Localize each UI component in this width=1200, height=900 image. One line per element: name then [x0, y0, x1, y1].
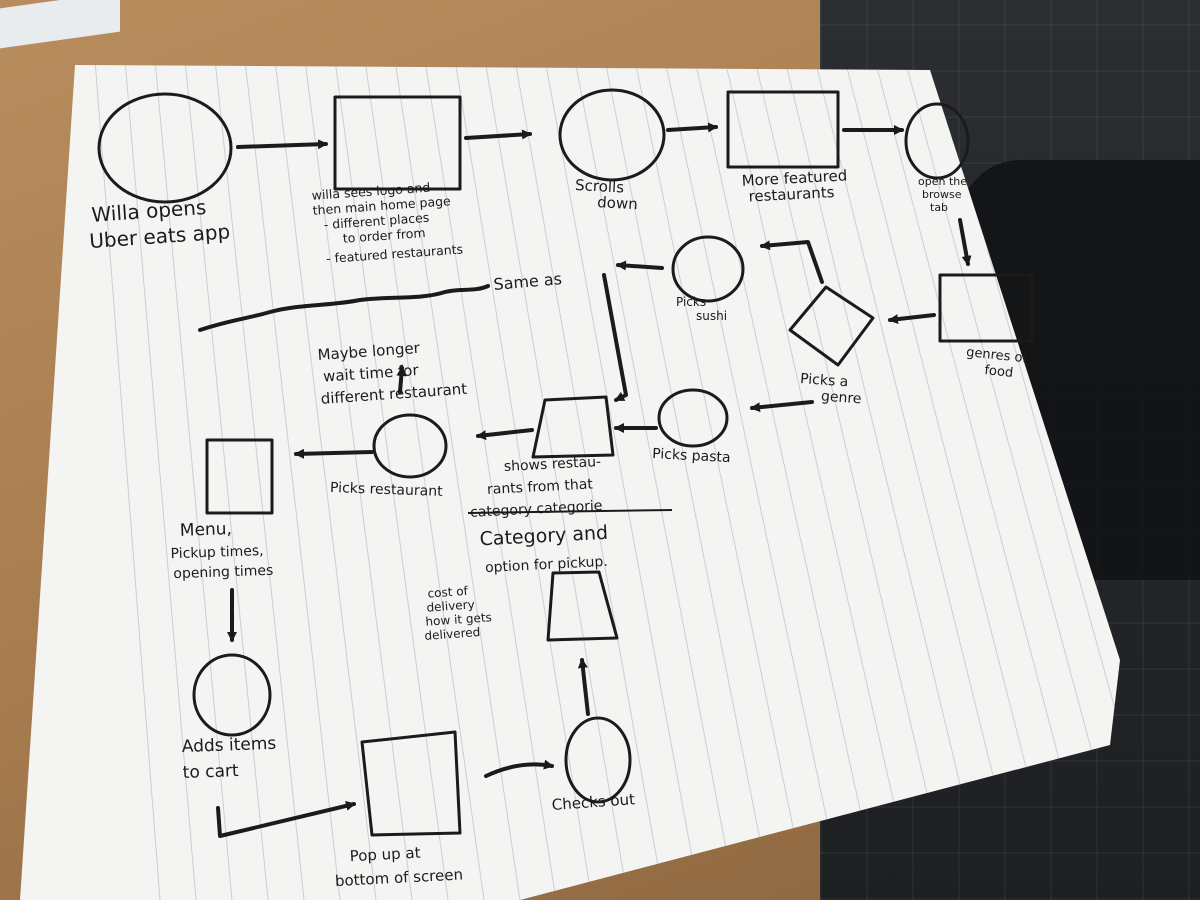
node-n14-square: [360, 730, 462, 837]
label-n3: Scrolls down: [574, 176, 639, 213]
ruled-line: [184, 65, 269, 900]
arrow-n2-n3: [464, 129, 532, 140]
ruled-line: [334, 65, 449, 900]
node-n11-circle: [372, 413, 448, 479]
node-n6-square: [938, 273, 1034, 343]
label-n11: Picks restaurant: [330, 480, 444, 500]
ruled-line: [664, 65, 845, 900]
ruled-line: [1084, 65, 1120, 900]
label-n9: Picks pasta: [652, 446, 731, 466]
ruled-line: [694, 65, 881, 900]
ruled-line: [394, 65, 521, 900]
ruled-line: [754, 65, 953, 900]
ruled-line: [634, 65, 809, 900]
node-n3-circle: [558, 88, 666, 182]
ruled-line: [94, 65, 161, 900]
arrow-n5-n6: [958, 218, 972, 266]
ruled-line: [604, 65, 773, 900]
node-n9-circle: [657, 388, 729, 448]
label-n13: Adds items to cart: [181, 734, 282, 783]
label-n16: cost of delivery how it gets delivered: [421, 582, 497, 643]
ruled-line: [454, 65, 593, 900]
ruled-line: [814, 65, 1025, 900]
ruled-line: [1054, 65, 1120, 900]
ruled-line: [544, 65, 701, 900]
label-n8: Picks sushi: [676, 295, 727, 323]
arrow-n7-n8: [760, 240, 824, 284]
label-n1: Willa opens Uber eats app: [87, 193, 231, 253]
arrow-n13-n14: [216, 800, 356, 838]
ruled-line: [304, 65, 413, 900]
ruled-line: [724, 65, 917, 900]
ruled-line: [214, 65, 305, 900]
arrow-n14-n15: [484, 759, 554, 778]
ruled-line: [424, 65, 557, 900]
label-n15: Checks out: [551, 790, 635, 814]
arrow-maybe-up: [396, 366, 407, 394]
paper-sheet: [20, 65, 1120, 900]
node-n1-circle: [97, 92, 233, 204]
node-n2-square: [333, 95, 462, 191]
ruled-line: [784, 65, 989, 900]
ruled-line: [484, 65, 629, 900]
label-n6: genres of food: [964, 345, 1032, 383]
arrow-n15-n16: [577, 658, 590, 716]
node-n12-square: [205, 438, 274, 515]
arrow-same-as-n10: [602, 273, 628, 402]
node-n5-circle: [904, 102, 970, 180]
ruled-line: [124, 65, 197, 900]
arrow-n8-same-as: [616, 260, 664, 271]
arrow-n1-n2: [236, 139, 328, 150]
label-n4: More featured restaurants: [741, 166, 853, 206]
node-n10-square: [531, 395, 615, 459]
ruled-line: [514, 65, 665, 900]
node-n7-diamond: [788, 285, 875, 367]
arrow-n11-n12: [294, 448, 374, 459]
ruled-line: [364, 65, 485, 900]
label-n5: open the browse tab: [918, 175, 971, 214]
node-n13-circle: [192, 653, 272, 737]
label-n12: Menu, Pickup times, opening times: [170, 518, 274, 583]
ruled-line: [274, 65, 377, 900]
squiggle-line: [198, 284, 490, 332]
arrow-n3-n4: [666, 122, 718, 133]
ruled-line: [154, 65, 233, 900]
label-n7: Picks a genre: [799, 371, 864, 407]
node-n8-circle: [671, 235, 745, 303]
strike-line: [467, 509, 673, 514]
ruled-line: [844, 65, 1061, 900]
ruled-line: [574, 65, 737, 900]
arrow-n7-n9: [750, 400, 814, 413]
arrow-n10-n11: [476, 428, 534, 441]
arrow-n6-n7: [888, 313, 936, 325]
node-n16-square: [546, 570, 619, 642]
label-n10: shows restau- rants from that category c…: [468, 454, 615, 577]
node-n4-square: [726, 90, 840, 169]
ruled-line: [244, 65, 341, 900]
node-n15-circle: [564, 716, 632, 804]
